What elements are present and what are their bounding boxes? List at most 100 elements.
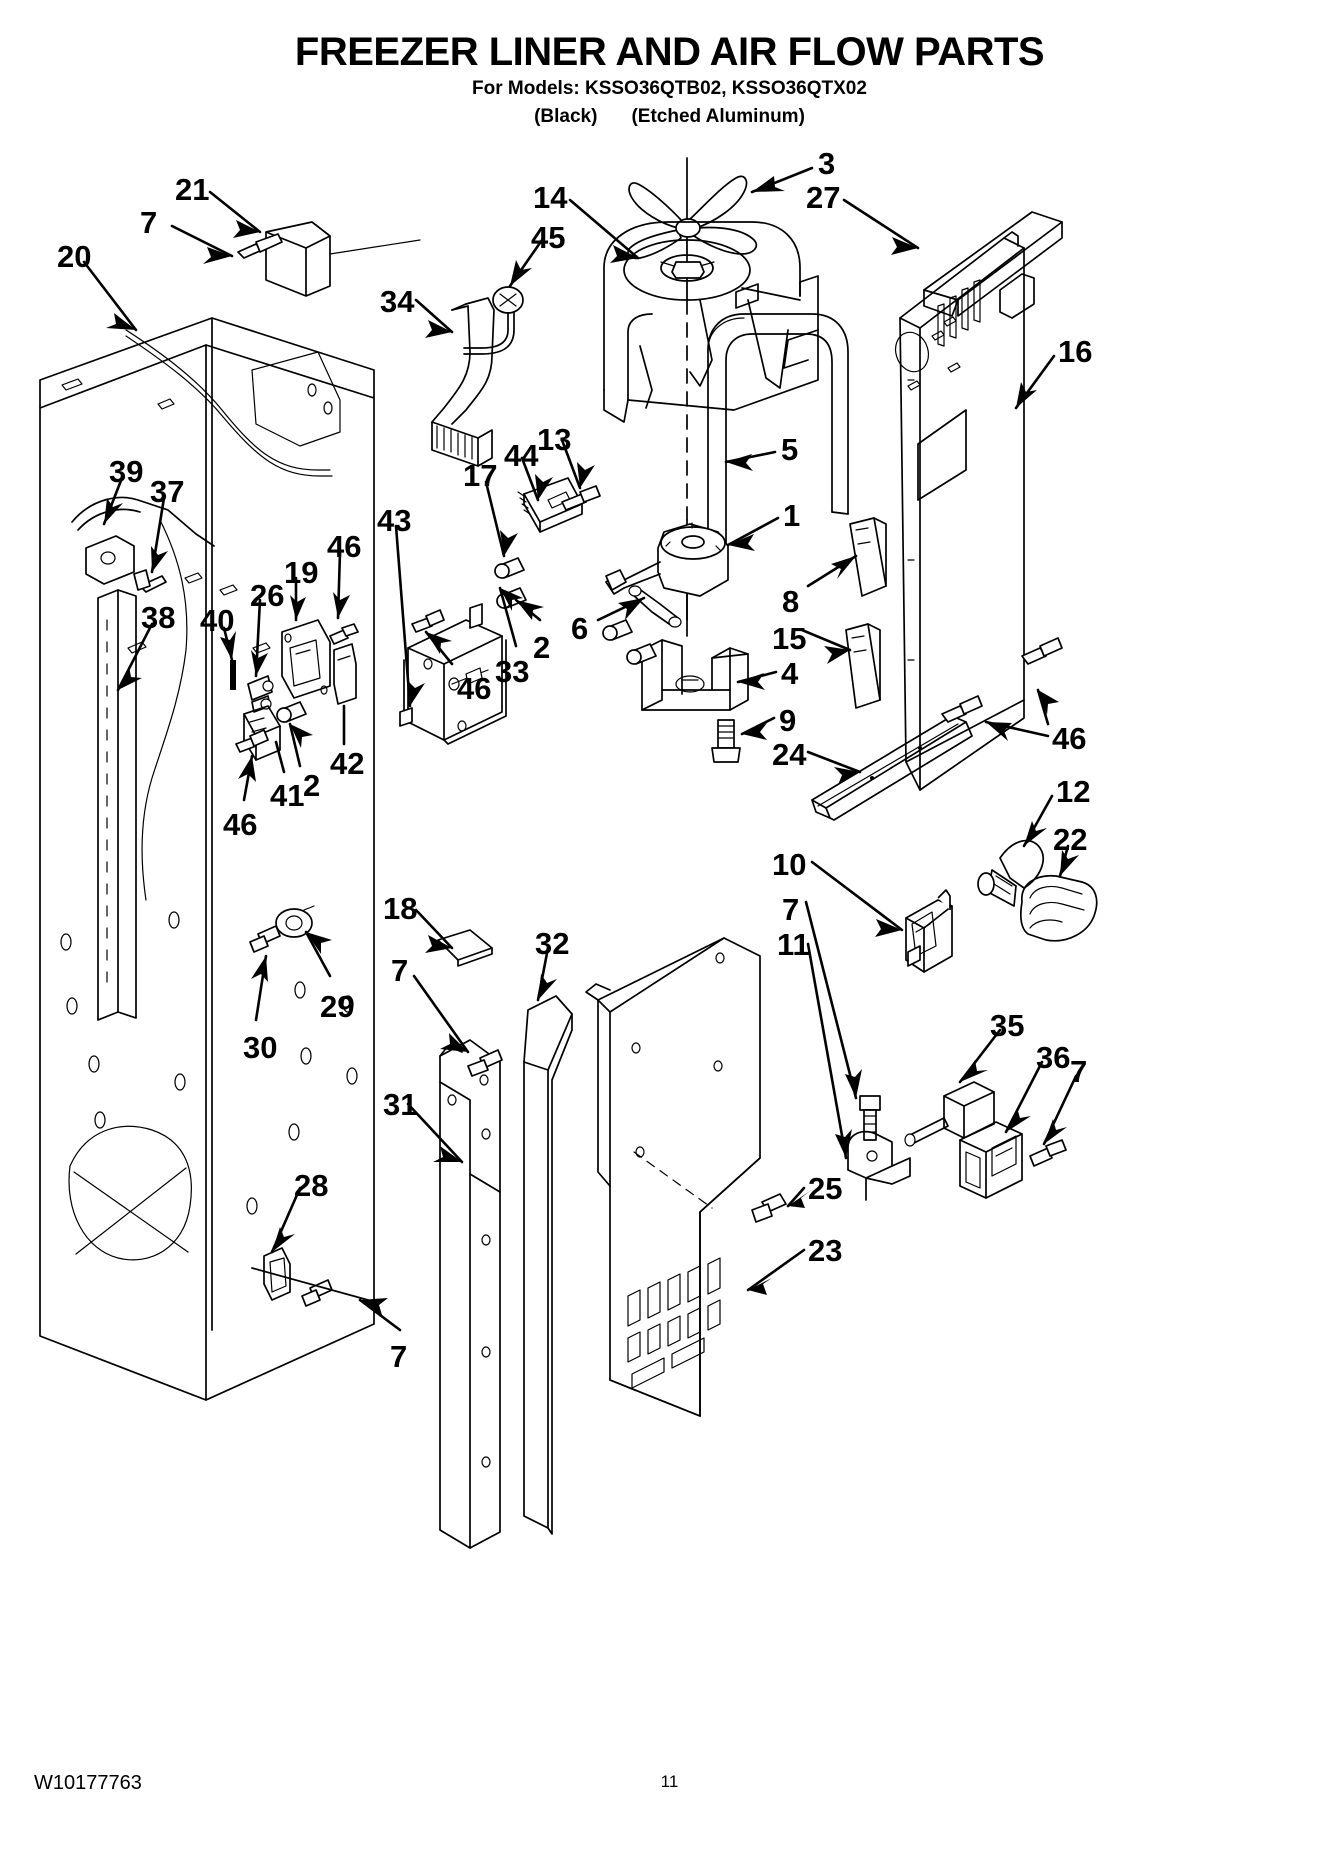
callout-38: 38 bbox=[141, 600, 176, 635]
callout-19: 19 bbox=[284, 555, 319, 590]
callout-15: 15 bbox=[772, 621, 807, 656]
callout-33: 33 bbox=[495, 654, 530, 689]
callout-9: 9 bbox=[779, 703, 797, 738]
callout-29: 29 bbox=[320, 989, 355, 1024]
plate-41 bbox=[243, 705, 281, 761]
finish-aluminum: (Etched Aluminum) bbox=[631, 106, 805, 127]
callout-7: 7 bbox=[391, 953, 409, 988]
callout-5: 5 bbox=[781, 432, 799, 467]
callout-14: 14 bbox=[533, 180, 568, 215]
cover-plate-19 bbox=[281, 619, 331, 699]
callout-23: 23 bbox=[808, 1233, 843, 1268]
motor-link-6 bbox=[628, 585, 682, 628]
wire-harness-34 bbox=[431, 297, 495, 467]
leader-lines bbox=[82, 166, 1079, 1332]
callout-13: 13 bbox=[537, 422, 572, 457]
freezer-liner-cabinet bbox=[39, 317, 375, 1401]
callout-39: 39 bbox=[109, 454, 144, 489]
callout-18: 18 bbox=[383, 891, 418, 926]
fan-motor-bracket-4 bbox=[641, 639, 749, 711]
callout-36: 36 bbox=[1036, 1040, 1071, 1075]
screw-25 bbox=[751, 1193, 787, 1223]
callout-11: 11 bbox=[777, 927, 810, 962]
screw-7-top bbox=[237, 233, 283, 259]
divider-rail-24 bbox=[811, 715, 973, 821]
grommet-29 bbox=[275, 905, 315, 938]
mounting-rail-8 bbox=[849, 517, 887, 597]
footer-page-number: 11 bbox=[660, 1772, 679, 1791]
trim-bar-27 bbox=[923, 211, 1063, 319]
light-bulb-12 bbox=[977, 839, 1044, 907]
callout-28: 28 bbox=[294, 1168, 329, 1203]
callout-24: 24 bbox=[772, 737, 807, 772]
bushing-33b bbox=[626, 643, 657, 665]
air-tower-32 bbox=[523, 995, 573, 1535]
callout-40: 40 bbox=[200, 603, 235, 638]
footer-part-number: W10177763 bbox=[34, 1772, 142, 1794]
callout-30: 30 bbox=[243, 1030, 278, 1065]
callout-32: 32 bbox=[535, 926, 570, 961]
callout-46: 46 bbox=[223, 807, 258, 842]
thermistor-45 bbox=[463, 286, 524, 355]
callout-2: 2 bbox=[533, 630, 551, 665]
light-lens-22 bbox=[1020, 874, 1098, 942]
light-socket-10 bbox=[905, 889, 953, 973]
callout-45: 45 bbox=[531, 220, 566, 255]
callout-4: 4 bbox=[781, 656, 799, 691]
finish-black: (Black) bbox=[534, 106, 598, 127]
callout-31: 31 bbox=[383, 1087, 418, 1122]
callout-37: 37 bbox=[150, 474, 185, 509]
models-line: For Models: KSSO36QTB02, KSSO36QTX02 bbox=[472, 78, 867, 99]
screw-37 bbox=[133, 569, 167, 593]
callout-6: 6 bbox=[571, 611, 589, 646]
screw-7-bracket31 bbox=[467, 1049, 503, 1077]
damper-control-43 bbox=[399, 603, 507, 745]
screw-13 bbox=[561, 485, 601, 511]
callout-44: 44 bbox=[504, 438, 539, 473]
finishes-line: (Black) (Etched Aluminum) bbox=[0, 106, 1339, 128]
air-tower-bracket-31 bbox=[439, 1039, 501, 1549]
callout-41: 41 bbox=[270, 778, 305, 813]
callout-22: 22 bbox=[1053, 822, 1088, 857]
callout-7: 7 bbox=[140, 205, 158, 240]
callout-42: 42 bbox=[330, 746, 365, 781]
rear-duct-panel-23 bbox=[585, 937, 761, 1417]
callout-46: 46 bbox=[327, 529, 362, 564]
shim-18 bbox=[437, 929, 493, 967]
cover-42 bbox=[333, 643, 357, 705]
callout-46: 46 bbox=[457, 671, 492, 706]
callout-7: 7 bbox=[1070, 1054, 1088, 1089]
screw-7-bottomleft bbox=[251, 1267, 369, 1307]
evaporator-fan-motor-1 bbox=[605, 299, 729, 637]
callout-10: 10 bbox=[772, 847, 807, 882]
screw-46-left bbox=[329, 623, 359, 645]
callout-2: 2 bbox=[303, 768, 321, 803]
screw-7-lightclip bbox=[859, 1095, 881, 1141]
callout-16: 16 bbox=[1058, 334, 1093, 369]
screw-30 bbox=[249, 925, 281, 953]
callout-3: 3 bbox=[818, 146, 836, 181]
clip-28 bbox=[263, 1247, 291, 1301]
screw-46-right-lower bbox=[941, 695, 983, 723]
bushing-2b bbox=[276, 701, 307, 723]
grommet-33 bbox=[602, 619, 633, 641]
callout-1: 1 bbox=[783, 498, 801, 533]
callout-25: 25 bbox=[808, 1171, 843, 1206]
fan-shroud-14 bbox=[603, 221, 819, 423]
callout-20: 20 bbox=[57, 239, 92, 274]
page-title: FREEZER LINER AND AIR FLOW PARTS bbox=[294, 30, 1045, 74]
callout-34: 34 bbox=[380, 284, 415, 319]
screw-7-switch bbox=[1029, 1139, 1067, 1167]
right-side-panel-16 bbox=[894, 231, 1025, 791]
spacer-40 bbox=[230, 660, 236, 690]
callout-7: 7 bbox=[390, 1339, 408, 1374]
callout-17: 17 bbox=[463, 458, 498, 493]
callout-7: 7 bbox=[782, 892, 800, 927]
grommet-17 bbox=[494, 557, 525, 579]
callout-27: 27 bbox=[806, 180, 841, 215]
light-switch-35 bbox=[904, 1081, 995, 1147]
screw-46-right-upper bbox=[1021, 637, 1063, 665]
screw-46-mid bbox=[411, 609, 445, 633]
air-duct-5 bbox=[707, 313, 849, 559]
